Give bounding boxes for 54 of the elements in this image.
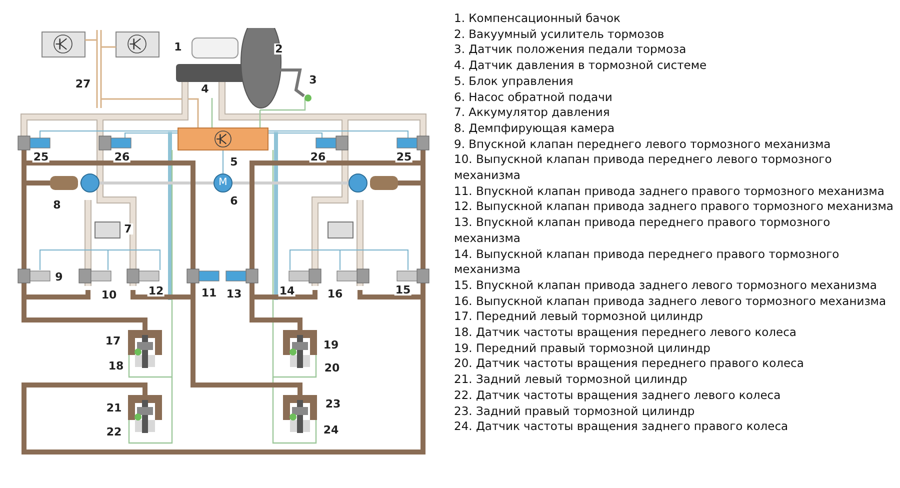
legend-item-text: 20. Датчик частоты вращения переднего правого колеса <box>454 356 805 372</box>
callout-number: 13 <box>225 288 243 300</box>
callout-number: 7 <box>123 224 133 234</box>
legend-item-text: 7. Аккумулятор давления <box>454 105 611 121</box>
legend-item-text: 12. Выпускной клапан привода заднего правого тормозного механизма <box>454 199 894 216</box>
callout-number: 24 <box>322 424 340 436</box>
legend-item-text: 19. Передний правый тормозной цилиндр <box>454 340 712 356</box>
callout-number: 8 <box>52 200 62 210</box>
callout-number: 21 <box>105 402 123 414</box>
motor-symbol-letter: M <box>218 178 228 188</box>
legend-item-text: 16. Выпускной клапан привода заднего левого тормозного механизма <box>454 294 888 310</box>
legend-item-text: 13. Впускной клапан привода переднего правого тормозного механизма <box>454 215 832 247</box>
callout-number: 20 <box>323 362 341 374</box>
callout-number: 27 <box>74 78 92 90</box>
legend-item-text: 11. Впускной клапан привода заднего правого тормозного механизма <box>454 184 886 200</box>
callout-number: 26 <box>309 152 327 162</box>
callout-number: 1 <box>173 42 183 52</box>
legend-item-text: 21. Задний левый тормозной цилиндр <box>454 372 688 388</box>
legend-item-text: 17. Передний левый тормозной цилиндр <box>454 309 704 326</box>
callout-number: 25 <box>32 152 50 162</box>
callout-number: 6 <box>229 196 239 206</box>
legend-item-text: 2. Вакуумный усилитель тормозов <box>454 26 666 42</box>
callout-number: 18 <box>107 360 125 372</box>
callout-number: 22 <box>105 426 123 438</box>
callout-number: 11 <box>200 288 218 298</box>
legend-item-text: 4. Датчик давления в тормозной системе <box>454 58 708 74</box>
callout-number: 9 <box>54 272 64 282</box>
callout-number: 12 <box>147 286 165 296</box>
legend-item-text: 24. Датчик частоты вращения заднего правого колеса <box>454 419 790 435</box>
callout-number: 2 <box>274 44 284 54</box>
callout-number: 26 <box>113 152 131 162</box>
callout-number: 14 <box>278 286 296 296</box>
callout-number: 16 <box>326 288 344 300</box>
legend-item-text: 1. Компенсационный бачок <box>454 11 622 27</box>
legend-item-text: 9. Впускной клапан переднего левого тормозного механизма <box>454 136 832 152</box>
callout-number: 10 <box>100 290 118 300</box>
legend-item-text: 23. Задний правый тормозной цилиндр <box>454 404 696 420</box>
callout-number: 25 <box>395 152 413 162</box>
legend-item-text: 14. Выпускной клапан привода переднего правого тормозного механизма <box>454 246 840 278</box>
callout-number: 5 <box>229 156 239 168</box>
legend-item-text: 8. Демпфирующая камера <box>454 120 616 137</box>
callout-number: 19 <box>322 340 340 350</box>
legend-item-text: 10. Выпускной клапан привода переднего левого тормозного механизма <box>454 152 833 184</box>
callout-number: 17 <box>104 336 122 346</box>
callout-number: 4 <box>200 84 210 94</box>
legend-item-text: 15. Впускной клапан привода заднего левого тормозного механизма <box>454 278 878 294</box>
callout-number: 3 <box>308 74 318 86</box>
legend-item-text: 18. Датчик частоты вращения переднего левого колеса <box>454 325 798 341</box>
legend-item-text: 5. Блок управления <box>454 74 574 90</box>
callout-number: 15 <box>394 284 412 296</box>
callout-number: 23 <box>324 398 342 410</box>
legend-item-text: 6. Насос обратной подачи <box>454 90 614 106</box>
legend-item-text: 22. Датчик частоты вращения заднего левого колеса <box>454 388 782 404</box>
legend-item-text: 3. Датчик положения педали тормоза <box>454 42 688 58</box>
